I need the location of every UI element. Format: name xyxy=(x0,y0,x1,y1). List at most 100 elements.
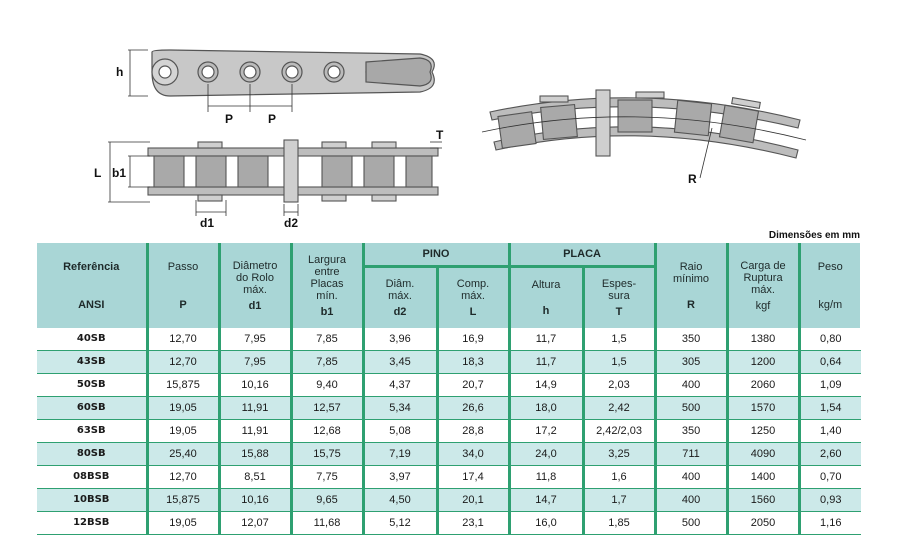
dim-label-p2: P xyxy=(268,112,277,126)
cell-plate-height: 16,0 xyxy=(509,511,585,535)
cell-plate-height: 17,2 xyxy=(509,419,585,443)
header-pino: PINO xyxy=(363,243,511,268)
cell-inner-width: 9,40 xyxy=(291,373,365,397)
cell-pin-length: 28,8 xyxy=(437,419,511,443)
cell-reference: 40SB xyxy=(37,328,149,351)
cell-inner-width: 7,85 xyxy=(291,328,365,351)
cell-inner-width: 12,57 xyxy=(291,396,365,420)
cell-breaking-load: 2060 xyxy=(727,373,801,397)
cell-plate-height: 24,0 xyxy=(509,442,585,466)
cell-breaking-load: 4090 xyxy=(727,442,801,466)
header-placa-espessura: Espes- sura T xyxy=(583,266,657,328)
cell-reference: 60SB xyxy=(37,396,149,420)
cell-plate-thickness: 3,25 xyxy=(583,442,657,466)
cell-pin-diameter: 3,45 xyxy=(363,350,439,374)
cell-pin-length: 18,3 xyxy=(437,350,511,374)
header-pino-comp: Comp. máx. L xyxy=(437,266,511,328)
chain-diagram-svg xyxy=(108,49,807,216)
dim-label-d1: d1 xyxy=(200,216,215,230)
cell-pin-diameter: 5,34 xyxy=(363,396,439,420)
cell-breaking-load: 1560 xyxy=(727,488,801,512)
cell-reference: 10BSB xyxy=(37,488,149,512)
cell-inner-width: 9,65 xyxy=(291,488,365,512)
cell-weight: 1,54 xyxy=(799,396,862,420)
cell-reference: 50SB xyxy=(37,373,149,397)
cell-plate-thickness: 1,85 xyxy=(583,511,657,535)
cell-plate-thickness: 1,5 xyxy=(583,328,657,351)
cell-plate-thickness: 2,03 xyxy=(583,373,657,397)
cell-min-radius: 500 xyxy=(655,511,729,535)
cell-plate-height: 11,7 xyxy=(509,350,585,374)
cell-reference: 63SB xyxy=(37,419,149,443)
cell-roller-diameter: 7,95 xyxy=(219,328,293,351)
cell-min-radius: 400 xyxy=(655,373,729,397)
header-placa-altura: Altura h xyxy=(509,266,585,328)
cell-pitch: 12,70 xyxy=(147,328,221,351)
cell-roller-diameter: 8,51 xyxy=(219,465,293,489)
cell-pin-diameter: 5,12 xyxy=(363,511,439,535)
header-passo: Passo P xyxy=(147,243,221,328)
header-referencia: Referência ANSI xyxy=(37,243,149,328)
cell-breaking-load: 1400 xyxy=(727,465,801,489)
cell-plate-thickness: 1,7 xyxy=(583,488,657,512)
cell-pin-length: 34,0 xyxy=(437,442,511,466)
cell-weight: 1,09 xyxy=(799,373,862,397)
cell-min-radius: 400 xyxy=(655,488,729,512)
cell-plate-height: 11,7 xyxy=(509,328,585,351)
cell-breaking-load: 2050 xyxy=(727,511,801,535)
cell-plate-height: 11,8 xyxy=(509,465,585,489)
cell-pin-length: 16,9 xyxy=(437,328,511,351)
cell-pin-diameter: 4,37 xyxy=(363,373,439,397)
cell-min-radius: 350 xyxy=(655,328,729,351)
cell-breaking-load: 1250 xyxy=(727,419,801,443)
cell-weight: 1,40 xyxy=(799,419,862,443)
cell-pitch: 15,875 xyxy=(147,488,221,512)
chain-top-view xyxy=(147,139,439,203)
cell-pitch: 15,875 xyxy=(147,373,221,397)
cell-plate-height: 14,9 xyxy=(509,373,585,397)
cell-roller-diameter: 11,91 xyxy=(219,419,293,443)
cell-roller-diameter: 7,95 xyxy=(219,350,293,374)
cell-plate-thickness: 1,5 xyxy=(583,350,657,374)
cell-pin-diameter: 3,96 xyxy=(363,328,439,351)
cell-pin-length: 26,6 xyxy=(437,396,511,420)
cell-weight: 2,60 xyxy=(799,442,862,466)
cell-pitch: 25,40 xyxy=(147,442,221,466)
cell-plate-thickness: 2,42/2,03 xyxy=(583,419,657,443)
cell-weight: 1,16 xyxy=(799,511,862,535)
cell-inner-width: 7,75 xyxy=(291,465,365,489)
cell-min-radius: 305 xyxy=(655,350,729,374)
cell-inner-width: 12,68 xyxy=(291,419,365,443)
cell-inner-width: 15,75 xyxy=(291,442,365,466)
cell-reference: 80SB xyxy=(37,442,149,466)
cell-pitch: 12,70 xyxy=(147,465,221,489)
cell-plate-thickness: 1,6 xyxy=(583,465,657,489)
dim-label-p1: P xyxy=(225,112,234,126)
cell-roller-diameter: 11,91 xyxy=(219,396,293,420)
cell-pin-diameter: 3,97 xyxy=(363,465,439,489)
cell-reference: 08BSB xyxy=(37,465,149,489)
dim-label-d2: d2 xyxy=(284,216,299,230)
cell-weight: 0,70 xyxy=(799,465,862,489)
chain-side-view xyxy=(151,49,435,97)
cell-weight: 0,93 xyxy=(799,488,862,512)
dim-label-R: R xyxy=(688,172,697,186)
cell-weight: 0,80 xyxy=(799,328,862,351)
cell-pin-diameter: 4,50 xyxy=(363,488,439,512)
cell-min-radius: 400 xyxy=(655,465,729,489)
cell-min-radius: 711 xyxy=(655,442,729,466)
units-note: Dimensões em mm xyxy=(768,230,860,241)
dim-label-T: T xyxy=(436,128,444,142)
cell-pin-diameter: 5,08 xyxy=(363,419,439,443)
header-largura: Largura entre Placas mín. b1 xyxy=(291,243,365,328)
header-peso: Peso kg/m xyxy=(799,243,863,328)
